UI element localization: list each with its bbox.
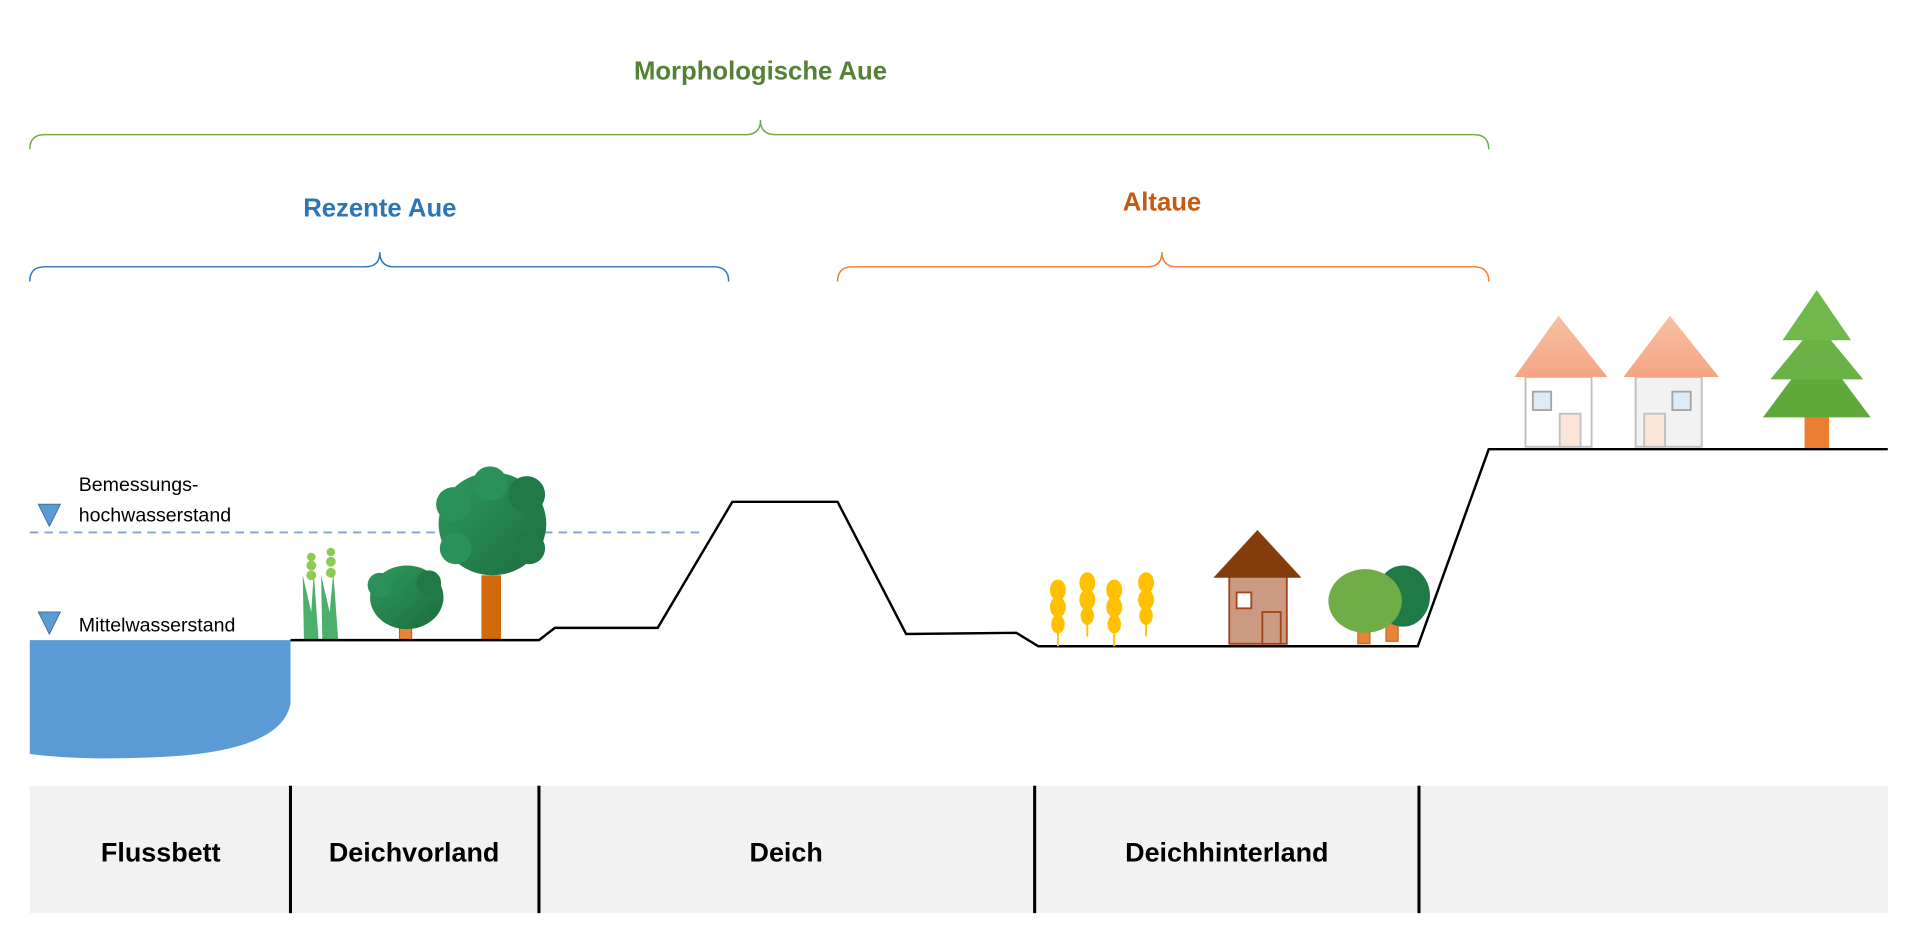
deciduous-tree-icon: [436, 466, 547, 641]
farm-house-icon: [1213, 529, 1302, 645]
zone-deichhinterland: Deichhinterland: [1125, 838, 1328, 868]
zone-deich: Deich: [750, 838, 823, 868]
bush-group-icon: [1328, 565, 1431, 645]
design-flood-label-1: Bemessungs-: [79, 474, 199, 496]
heading-altaue: Altaue: [1123, 189, 1202, 217]
heading-morphologische-aue: Morphologische Aue: [634, 58, 887, 86]
house-icon: [1623, 315, 1719, 448]
zone-flussbett: Flussbett: [101, 838, 221, 868]
house-icon: [1514, 315, 1608, 448]
brace-rezente-aue: [29, 252, 730, 282]
reed-icon: [302, 547, 339, 641]
zone-band: [29, 785, 1888, 914]
river-water: [29, 640, 291, 759]
zone-dividers: [288, 785, 1421, 914]
brace-morphologische-aue: [29, 119, 1490, 150]
design-flood-label-2: hochwasserstand: [79, 504, 231, 526]
flood-level-triangle-icon: [37, 503, 62, 528]
crop-icons: [1049, 572, 1155, 647]
bush-icon: [367, 565, 444, 641]
mean-water-label: Mittelwasserstand: [79, 615, 236, 637]
heading-rezente-aue: Rezente Aue: [303, 195, 456, 223]
terrain-profile: [290, 447, 1888, 648]
conifer-tree-icon: [1762, 290, 1871, 448]
mean-level-triangle-icon: [37, 611, 62, 636]
zone-deichvorland: Deichvorland: [329, 838, 499, 868]
brace-altaue: [836, 252, 1490, 282]
